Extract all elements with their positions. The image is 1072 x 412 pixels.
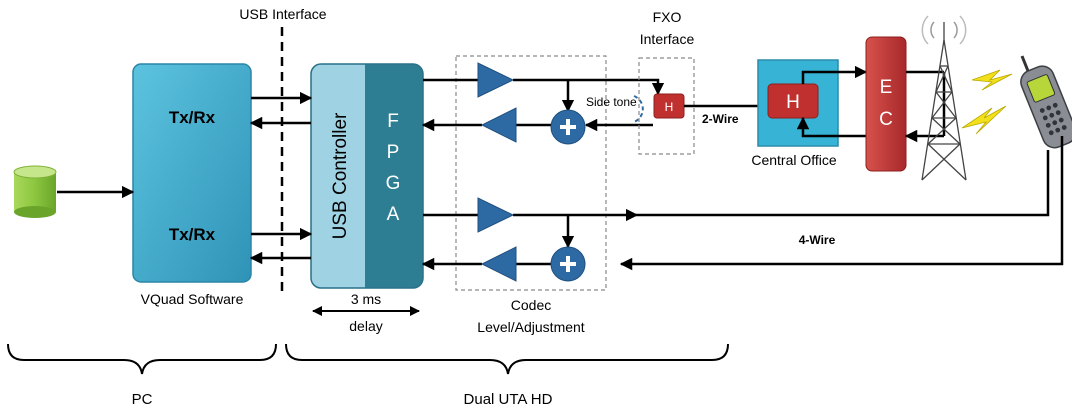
- pc-brace: [7, 343, 277, 375]
- ec-tower-lines: [904, 70, 946, 143]
- usb-interface-label: USB Interface: [239, 6, 326, 22]
- codec-label-line1: Codec: [511, 297, 551, 313]
- vquad-software-block: [132, 63, 252, 283]
- pc-usb-arrows: [249, 91, 313, 265]
- fpga-label: F P G A: [386, 111, 401, 225]
- txrx-top-label: Tx/Rx: [169, 108, 216, 127]
- amp-tx-lower: [477, 197, 515, 233]
- vquad-software-label: VQuad Software: [141, 291, 244, 307]
- side-tone-arc: [633, 95, 644, 123]
- amplifier-triangle-icon: [477, 62, 517, 282]
- fpga-letter-f: F: [387, 111, 399, 132]
- amp-tx-upper: [477, 62, 515, 98]
- wireless-signal-icon: [961, 69, 1013, 135]
- fpga-letter-p: P: [387, 142, 400, 163]
- upper-signal-path: [421, 78, 665, 132]
- fxo-label-line1: FXO: [653, 9, 682, 25]
- usb-controller-fpga-block: [310, 63, 424, 289]
- delay-label-line2: delay: [349, 318, 382, 334]
- amp-rx-lower: [480, 246, 517, 282]
- usb-controller-label: USB Controller: [330, 112, 351, 239]
- four-wire-label: 4-Wire: [799, 233, 836, 247]
- plus-icon-upper: [550, 109, 586, 145]
- dual-uta-label: Dual UTA HD: [464, 391, 553, 408]
- fxo-interface-box: [638, 57, 695, 155]
- lower-signal-path: [421, 208, 639, 271]
- antenna-tower-icon: [921, 15, 967, 181]
- fpga-letter-a: A: [387, 204, 400, 225]
- ec-letter-e: E: [880, 77, 893, 98]
- pc-label: PC: [132, 391, 153, 408]
- two-wire-label: 2-Wire: [702, 112, 739, 126]
- side-tone-label: Side tone: [586, 95, 637, 109]
- co-ec-lines: [796, 65, 868, 138]
- central-office-label: Central Office: [751, 152, 837, 168]
- codec-box: [455, 55, 607, 291]
- codec-label-line2: Level/Adjustment: [477, 319, 585, 335]
- dual-uta-brace: [285, 343, 729, 375]
- txrx-bottom-label: Tx/Rx: [169, 225, 216, 244]
- hybrid-large: [767, 83, 819, 119]
- fpga-letter-g: G: [386, 173, 401, 194]
- amp-rx-upper: [480, 107, 517, 143]
- four-wire-path: [619, 136, 1064, 271]
- delay-label-line1: 3 ms: [351, 291, 381, 307]
- ec-letter-c: C: [879, 109, 893, 130]
- echo-canceller-block: [865, 36, 907, 172]
- hybrid-large-label: H: [786, 92, 800, 113]
- plus-icon-lower: [550, 246, 586, 282]
- fxo-label-line2: Interface: [640, 31, 695, 47]
- hybrid-small-label: H: [665, 100, 674, 114]
- database-icon: [13, 165, 57, 218]
- mobile-phone-icon: [1020, 55, 1072, 149]
